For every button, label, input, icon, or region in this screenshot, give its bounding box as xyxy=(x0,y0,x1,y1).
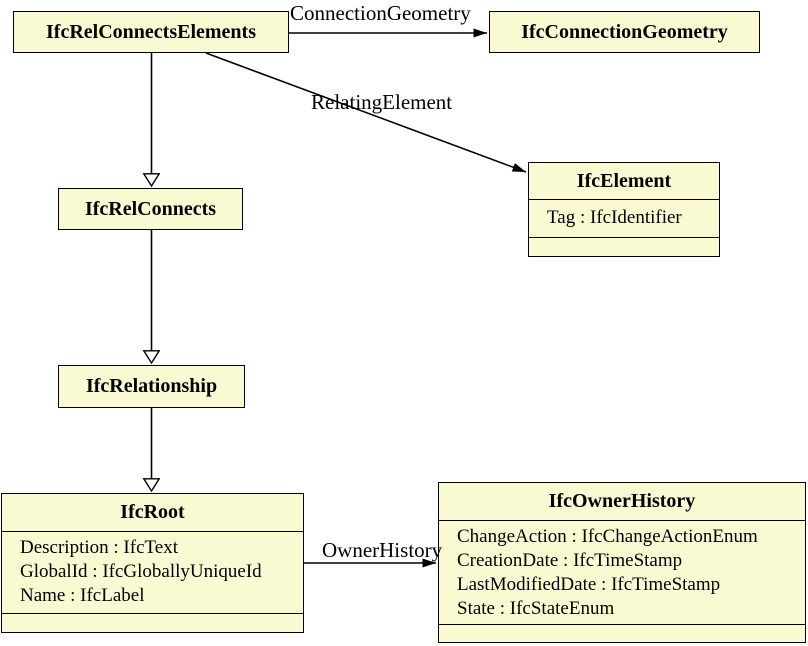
class-box-ifcrelconnects: IfcRelConnects xyxy=(58,188,243,230)
class-attribute: LastModifiedDate : IfcTimeStamp xyxy=(457,574,721,595)
class-title: IfcConnectionGeometry xyxy=(521,20,728,43)
class-attribute: ChangeAction : IfcChangeActionEnum xyxy=(457,526,758,547)
class-box-ifcconnectiongeometry: IfcConnectionGeometry xyxy=(489,11,760,53)
class-attributes: ChangeAction : IfcChangeActionEnum Creat… xyxy=(439,520,805,624)
class-title: IfcRoot xyxy=(120,501,185,523)
class-attribute: Name : IfcLabel xyxy=(20,585,145,606)
class-attribute: State : IfcStateEnum xyxy=(457,598,615,619)
class-title: IfcOwnerHistory xyxy=(548,490,696,512)
class-title: IfcRelationship xyxy=(85,375,218,397)
class-attribute: Tag : IfcIdentifier xyxy=(547,207,682,228)
class-box-ifcelement: IfcElement Tag : IfcIdentifier xyxy=(528,162,720,257)
class-operations-empty xyxy=(439,624,805,642)
edge-relatingelement xyxy=(205,52,527,173)
class-box-ifcroot: IfcRoot Description : IfcText GlobalId :… xyxy=(1,493,304,633)
class-operations-empty xyxy=(2,613,303,632)
class-attribute: GlobalId : IfcGloballyUniqueId xyxy=(20,561,262,582)
edge-label-relatingelement: RelatingElement xyxy=(311,90,453,114)
edge-label-ownerhistory: OwnerHistory xyxy=(322,538,443,562)
class-attributes: Tag : IfcIdentifier xyxy=(529,199,719,237)
class-attributes: Description : IfcText GlobalId : IfcGlob… xyxy=(2,531,303,613)
class-operations-empty xyxy=(529,237,719,256)
class-box-ifcownerhistory: IfcOwnerHistory ChangeAction : IfcChange… xyxy=(438,482,806,643)
class-attribute: CreationDate : IfcTimeStamp xyxy=(457,550,683,571)
class-title: IfcElement xyxy=(576,169,672,192)
edge-label-connectiongeometry: ConnectionGeometry xyxy=(290,1,471,25)
class-box-ifcrelationship: IfcRelationship xyxy=(58,365,245,408)
class-box-ifcrelconnectselements: IfcRelConnectsElements xyxy=(13,11,289,53)
class-title: IfcRelConnectsElements xyxy=(46,20,256,43)
class-attribute: Description : IfcText xyxy=(20,537,179,558)
class-title: IfcRelConnects xyxy=(84,197,217,220)
